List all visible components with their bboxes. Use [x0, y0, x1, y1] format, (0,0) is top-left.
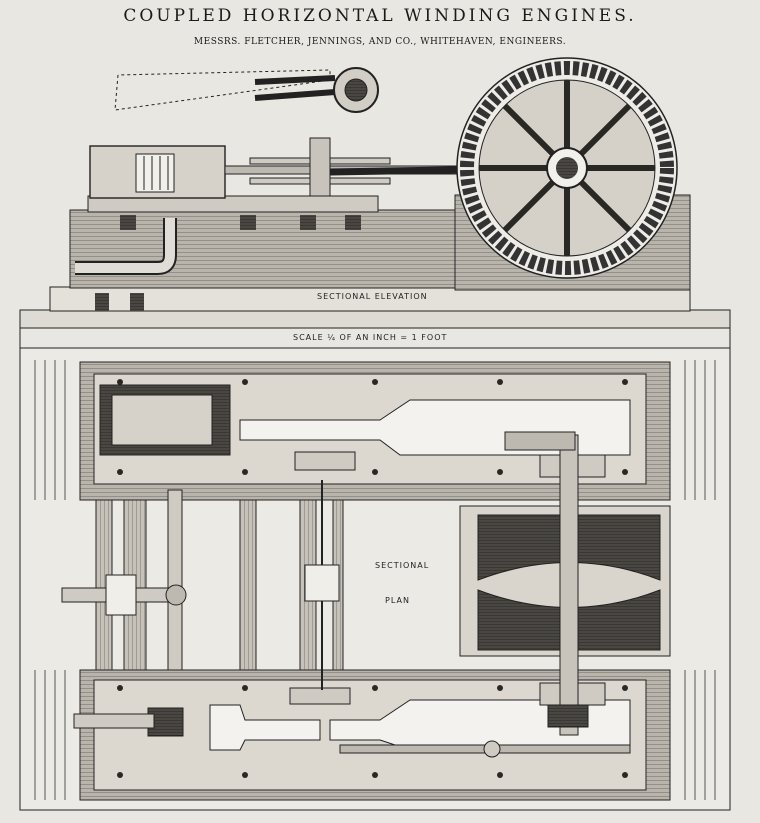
- dashed-linkage: [114, 69, 331, 111]
- shaft-coupling: [547, 704, 589, 728]
- flywheel: [456, 57, 678, 279]
- elevation-label: SECTIONAL ELEVATION: [317, 292, 428, 301]
- upper-bearing: [294, 451, 356, 471]
- sectional-plan: [19, 347, 731, 811]
- foot-block: [130, 293, 144, 311]
- steam-pipe-inner: [75, 218, 175, 273]
- page-title: COUPLED HORIZONTAL WINDING ENGINES.: [123, 6, 637, 26]
- valve-rod-guide: [304, 564, 340, 602]
- foot-block: [300, 215, 316, 230]
- plan-label-2: PLAN: [385, 596, 410, 605]
- bed-plate: [87, 195, 379, 213]
- sectional-elevation: [19, 57, 731, 329]
- timber-sleeper: [239, 499, 257, 671]
- lower-bearing: [289, 687, 351, 705]
- feed-valve: [483, 740, 501, 758]
- lower-piston-rod: [73, 713, 155, 729]
- base-plinth: [49, 286, 691, 312]
- foot-block: [120, 215, 136, 230]
- brake-lever: [254, 75, 336, 85]
- plan-label-1: SECTIONAL: [375, 561, 429, 570]
- crank-shaft: [559, 434, 579, 736]
- pipe-joint: [165, 584, 187, 606]
- crank-arm: [504, 431, 576, 451]
- foot-block: [95, 293, 109, 311]
- foot-block: [345, 215, 361, 230]
- steam-valve: [105, 574, 137, 616]
- scale-label: SCALE ¼ OF AN INCH = 1 FOOT: [293, 333, 447, 342]
- foot-block: [240, 215, 256, 230]
- brake-lever-lower: [254, 89, 336, 101]
- governor-hub: [344, 78, 368, 102]
- lower-guide-slot: [209, 704, 321, 751]
- upper-cylinder-bore: [111, 394, 213, 446]
- plan-steam-pipe: [167, 489, 183, 671]
- page-subtitle: MESSRS. FLETCHER, JENNINGS, AND CO., WHI…: [193, 37, 567, 47]
- ground-slab: [19, 309, 731, 329]
- crosshead: [309, 137, 331, 197]
